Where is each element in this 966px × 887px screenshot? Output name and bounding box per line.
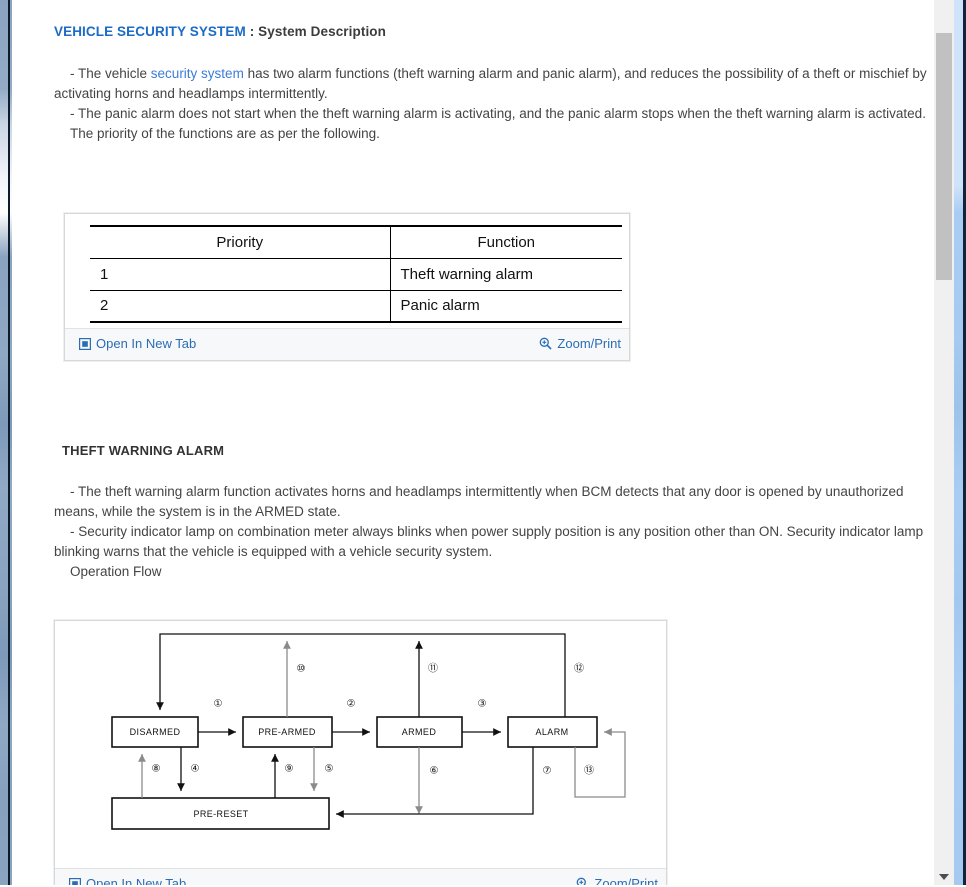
zoom-print-label: Zoom/Print (557, 336, 621, 351)
transition-label-1: ① (214, 698, 223, 709)
transition-label-3: ③ (478, 698, 487, 709)
table-header-function: Function (389, 225, 622, 258)
open-in-new-tab-icon (69, 877, 81, 885)
chevron-down-icon[interactable] (938, 869, 950, 880)
state-label-armed: ARMED (402, 727, 437, 737)
table-row: 1 Theft warning alarm (90, 257, 622, 290)
table-cell-function-2: Panic alarm (389, 289, 622, 323)
theft-paragraph-1: - The theft warning alarm function activ… (54, 484, 904, 519)
state-box-alarm: ALARM (507, 716, 598, 748)
open-in-new-tab-label: Open In New Tab (86, 876, 187, 885)
page-title: VEHICLE SECURITY SYSTEM : System Descrip… (54, 24, 386, 39)
browser-right-edge-strip (954, 0, 963, 885)
table-header-priority: Priority (90, 225, 390, 258)
intro-p1-suffix: has two alarm functions (theft warning a… (54, 66, 927, 101)
table-cell-function-1: Theft warning alarm (389, 257, 622, 290)
page-title-separator: : (245, 24, 259, 39)
transition-12-arrow (156, 633, 566, 717)
vertical-scrollbar-thumb[interactable] (936, 33, 952, 280)
transition-label-8: ⑧ (152, 763, 161, 774)
theft-warning-paragraphs: - The theft warning alarm function activ… (54, 482, 934, 582)
theft-paragraph-3: Operation Flow (70, 564, 162, 579)
transition-label-2: ② (347, 698, 356, 709)
transition-label-4: ④ (191, 763, 200, 774)
table-cell-priority-1: 1 (90, 257, 390, 290)
table-row: 2 Panic alarm (90, 289, 622, 323)
table-header-row: Priority Function (90, 225, 622, 258)
figure-toolbar: Open In New Tab Zoom/Print (65, 328, 629, 360)
state-box-disarmed: DISARMED (111, 716, 199, 748)
state-box-armed: ARMED (376, 716, 463, 748)
state-label-disarmed: DISARMED (130, 727, 181, 737)
transition-label-12: ⑫ (574, 662, 584, 674)
open-in-new-tab-icon (79, 337, 91, 350)
theft-paragraph-2: - Security indicator lamp on combination… (54, 524, 924, 559)
state-label-alarm: ALARM (535, 727, 568, 737)
open-in-new-tab-button[interactable]: Open In New Tab (79, 336, 196, 351)
transition-13-arrow (574, 728, 626, 798)
figure-toolbar-operation-flow: Open In New Tab Zoom/Print (55, 868, 666, 885)
state-box-pre-armed: PRE-ARMED (242, 716, 333, 748)
transition-label-6: ⑥ (430, 765, 439, 776)
intro-paragraph-3: The priority of the functions are as per… (70, 126, 380, 141)
transition-label-13: ⑬ (584, 764, 594, 776)
document-content-area: VEHICLE SECURITY SYSTEM : System Descrip… (12, 0, 934, 885)
intro-paragraph-2: - The panic alarm does not start when th… (70, 106, 926, 121)
state-box-pre-reset: PRE-RESET (111, 797, 330, 830)
zoom-print-button-diagram[interactable]: Zoom/Print (576, 876, 658, 885)
theft-warning-alarm-heading: THEFT WARNING ALARM (62, 443, 225, 458)
state-label-pre-reset: PRE-RESET (193, 809, 248, 819)
open-in-new-tab-label: Open In New Tab (96, 336, 197, 351)
intro-paragraphs: - The vehicle security system has two al… (54, 64, 934, 144)
magnifier-plus-icon (576, 877, 589, 885)
browser-left-edge-line (8, 0, 10, 885)
intro-p1-prefix: - The vehicle (70, 66, 151, 81)
magnifier-plus-icon (539, 337, 552, 350)
figure-card-priority-table: Priority Function 1 Theft warning alarm … (64, 213, 630, 361)
transition-label-7: ⑦ (543, 765, 552, 776)
security-system-link[interactable]: security system (150, 66, 244, 81)
state-label-pre-armed: PRE-ARMED (258, 727, 316, 737)
figure-image-priority-table: Priority Function 1 Theft warning alarm … (65, 214, 629, 329)
priority-table: Priority Function 1 Theft warning alarm … (90, 225, 622, 323)
browser-right-edge-line (963, 0, 966, 885)
zoom-print-label: Zoom/Print (594, 876, 658, 885)
page-title-secondary: System Description (258, 24, 386, 39)
transition-label-9: ⑨ (285, 763, 294, 774)
table-cell-priority-2: 2 (90, 289, 390, 323)
transition-label-11: ⑪ (428, 662, 438, 674)
state-diagram-operation-flow: DISARMED PRE-ARMED ARMED ALARM PRE-RESET (111, 633, 626, 830)
zoom-print-button[interactable]: Zoom/Print (539, 336, 621, 351)
transition-label-5: ⑤ (325, 763, 334, 774)
open-in-new-tab-button-diagram[interactable]: Open In New Tab (69, 876, 186, 885)
page-title-primary: VEHICLE SECURITY SYSTEM (54, 24, 246, 39)
figure-card-operation-flow: DISARMED PRE-ARMED ARMED ALARM PRE-RESET (54, 620, 667, 885)
transition-7-arrow (336, 747, 534, 818)
browser-left-edge-strip (0, 0, 12, 885)
transition-label-10: ⑩ (297, 663, 306, 674)
intro-paragraph-1: - The vehicle security system has two al… (54, 64, 934, 104)
